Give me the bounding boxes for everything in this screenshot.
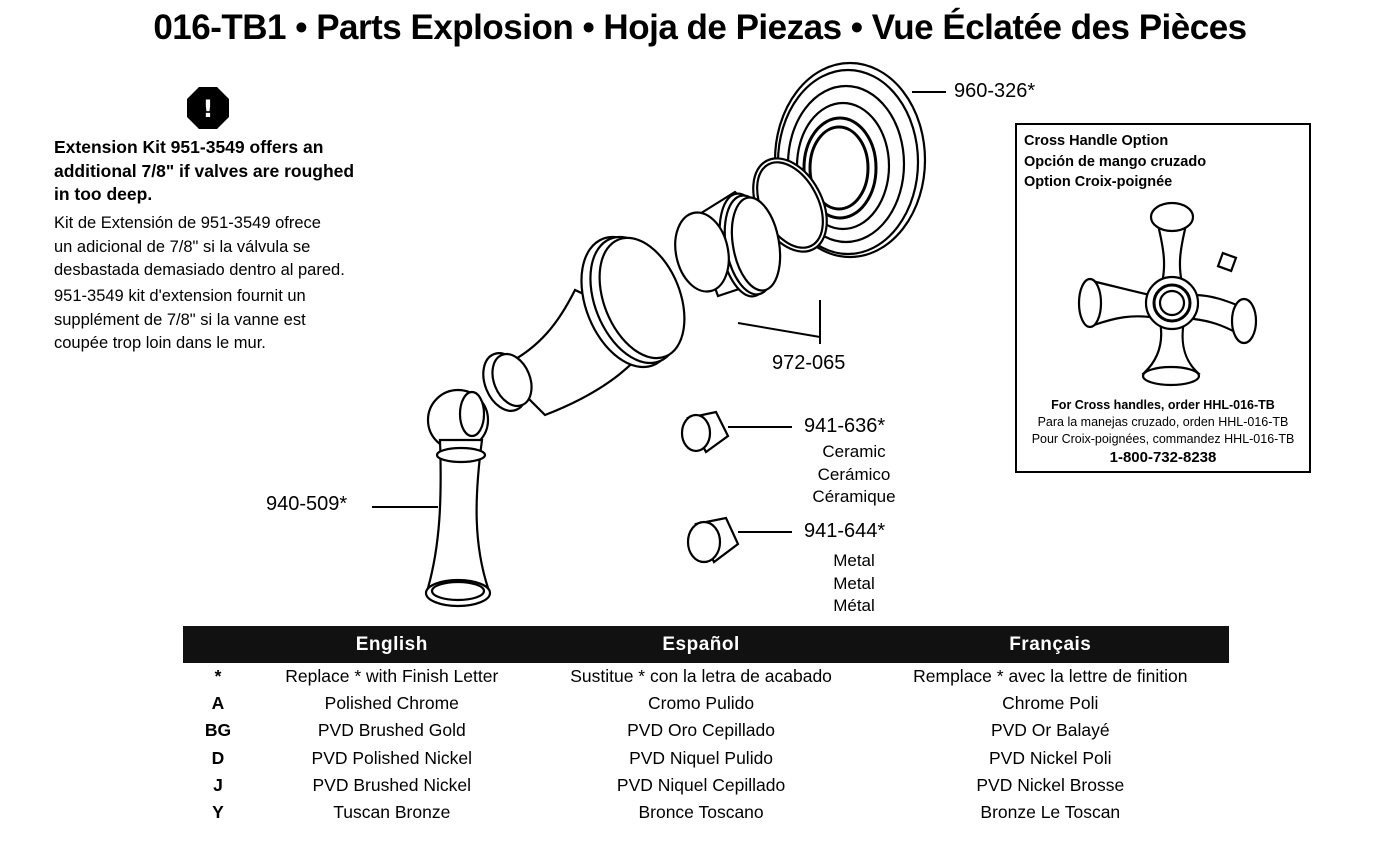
svg-text:!: ! xyxy=(203,95,214,123)
part-label-cartridge-ceramic: 941-636* xyxy=(804,415,886,437)
finish-table-header: English Español Français xyxy=(183,626,1229,663)
leader-lines xyxy=(372,91,946,533)
header-code xyxy=(183,626,253,663)
lever-handle xyxy=(424,388,492,608)
cross-handle-option-box: Cross Handle Option Opción de mango cruz… xyxy=(1015,123,1311,473)
header-english: English xyxy=(253,626,531,663)
table-row: J PVD Brushed Nickel PVD Niquel Cepillad… xyxy=(213,774,1125,795)
extension-note-french: 951-3549 kit d'extension fournit un supp… xyxy=(54,287,306,352)
part-label-handle: 940-509* xyxy=(266,493,348,515)
part-label-sleeve: 972-065 xyxy=(772,352,846,374)
header-french: Français xyxy=(871,626,1229,663)
exclamation-octagon-icon: ! xyxy=(187,87,229,129)
extension-note-spanish: Kit de Extensión de 951-3549 ofrece un a… xyxy=(54,214,345,279)
table-row: D PVD Polished Nickel PVD Niquel Pulido … xyxy=(211,747,1112,768)
extension-note-english: Extension Kit 951-3549 offers an additio… xyxy=(54,137,355,204)
page-title: 016-TB1 • Parts Explosion • Hoja de Piez… xyxy=(153,8,1247,47)
header-spanish: Español xyxy=(530,626,872,663)
cross-handle-drawing xyxy=(1077,201,1258,387)
threaded-sleeve xyxy=(674,190,782,298)
handle-base xyxy=(482,235,686,417)
table-row: Y Tuscan Bronze Bronce Toscano Bronze Le… xyxy=(212,802,1121,823)
material-ceramic: Ceramic Cerámico Céramique xyxy=(812,442,896,506)
table-row: BG PVD Brushed Gold PVD Oro Cepillado PV… xyxy=(204,720,1110,741)
table-row: * Replace * with Finish Letter Sustitue … xyxy=(214,666,1188,687)
finish-table: English Español Français * Replace * wit… xyxy=(183,626,1229,826)
cross-handle-title: Cross Handle Option Opción de mango cruz… xyxy=(1024,133,1207,190)
material-metal: Metal Metal Métal xyxy=(833,551,875,615)
cross-handle-order-info: For Cross handles, order HHL-016-TB Para… xyxy=(1017,397,1309,467)
cartridge-ceramic xyxy=(680,410,730,454)
cartridge-metal xyxy=(686,516,740,564)
cross-handle-phone: 1-800-732-8238 xyxy=(1109,449,1217,466)
part-label-cartridge-metal: 941-644* xyxy=(804,520,886,542)
part-label-escutcheon: 960-326* xyxy=(954,80,1036,102)
table-row: A Polished Chrome Cromo Pulido Chrome Po… xyxy=(211,693,1099,714)
